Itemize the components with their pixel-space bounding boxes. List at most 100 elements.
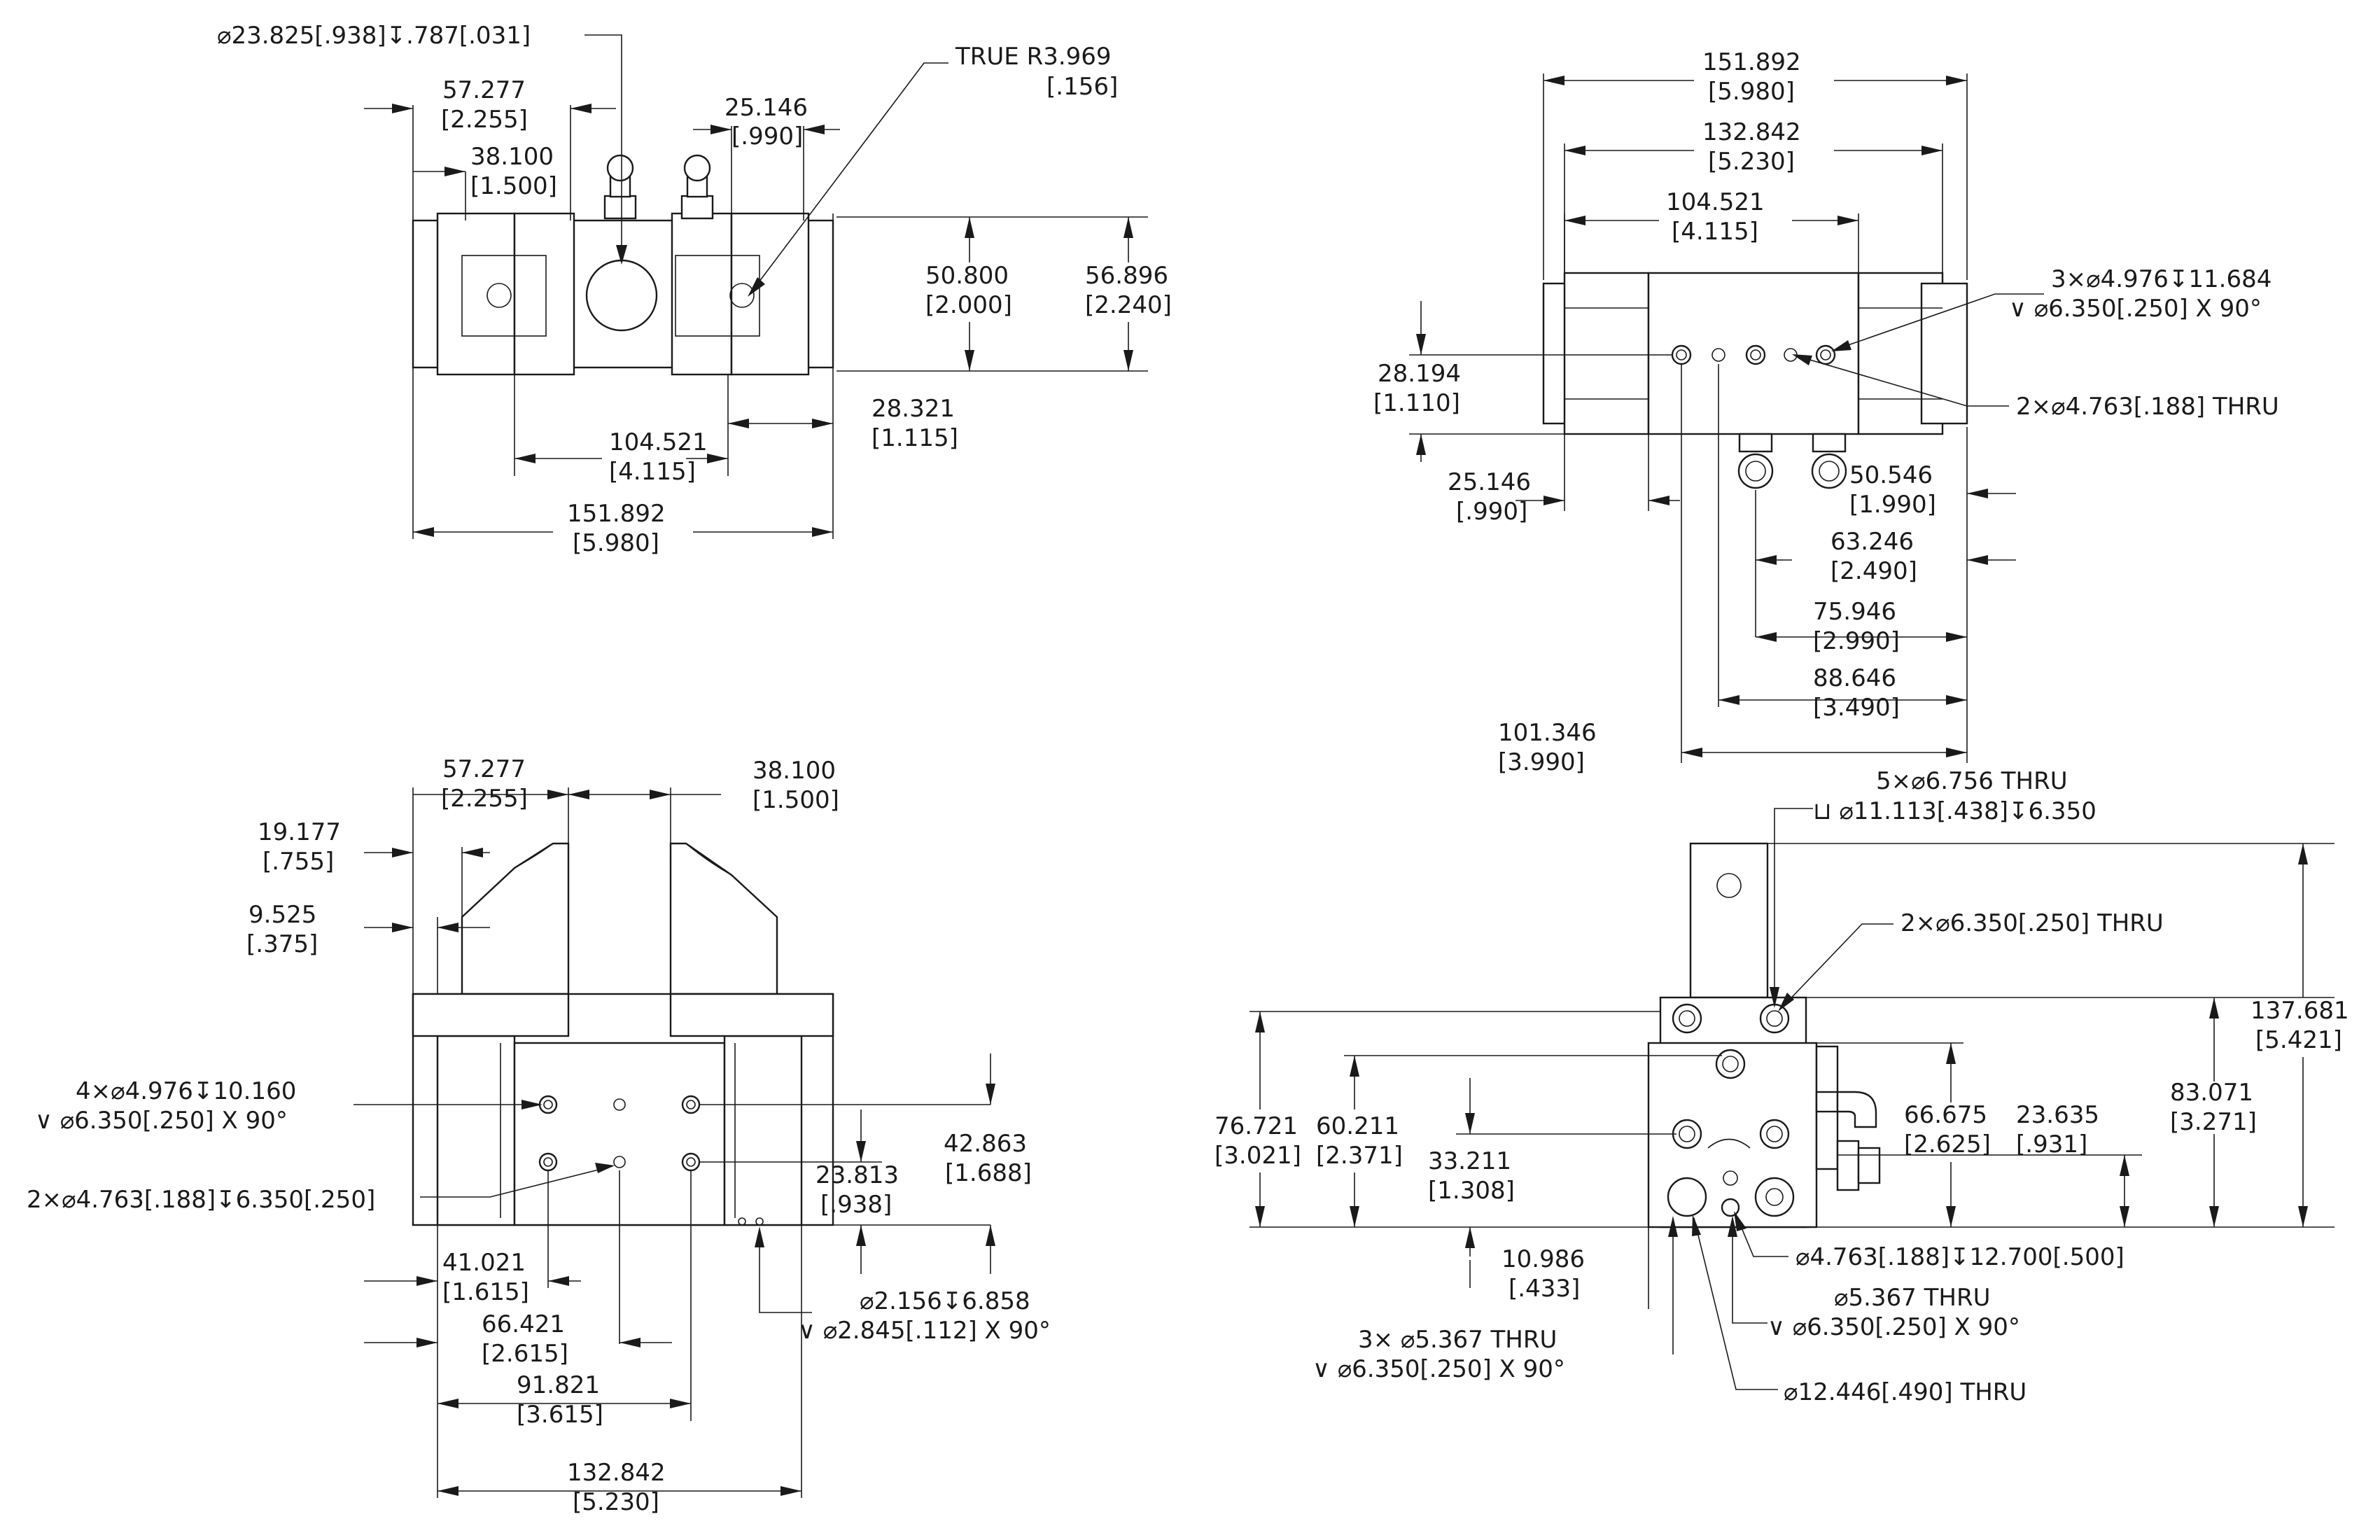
straight-fitting: [1836, 1140, 1860, 1191]
small-hole-bottom: [1721, 1198, 1740, 1217]
note-hole-depth: ⌀4.763[.188]↧12.700[.500]: [1795, 1243, 2124, 1271]
dim-132-842: 132.842: [1702, 118, 1801, 146]
end-cap-right: [1920, 282, 1968, 425]
dim-76-721-in: [3.021]: [1214, 1142, 1301, 1170]
dim-28-194-in: [1.110]: [1373, 389, 1460, 417]
hole-c: [681, 1095, 701, 1114]
dim-101-346: 101.346: [1498, 719, 1597, 747]
dim-60-211-in: [2.371]: [1316, 1142, 1403, 1170]
dim-19-177: 19.177: [258, 818, 341, 846]
fitting-left-nut: [603, 195, 637, 220]
dim-104-521: 104.521: [1666, 188, 1765, 216]
dim-10-986: 10.986: [1502, 1245, 1585, 1273]
note-5x-cbore: ⊔ ⌀11.113[.438]↧6.350: [1813, 797, 2096, 825]
hole-b: [613, 1098, 626, 1111]
jaw-left-inner: [513, 212, 575, 376]
dim-83-071: 83.071: [2170, 1079, 2253, 1107]
dim-132-842-in: [5.230]: [1708, 148, 1795, 176]
hole-e: [613, 1156, 626, 1168]
dim-38-100-in: [1.500]: [470, 172, 557, 200]
note-3x-5-367-thru: 3× ⌀5.367 THRU: [1358, 1326, 1557, 1354]
note-3x-holes-csk: ∨ ⌀6.350[.250] X 90°: [2009, 295, 2262, 323]
note-radius: TRUE R3.969: [955, 43, 1112, 71]
dim-33-211-in: [1.308]: [1428, 1177, 1515, 1205]
fitting-right-head: [1811, 453, 1847, 489]
dim-91-821-in: [3.615]: [517, 1401, 603, 1429]
dim-60-211: 60.211: [1316, 1112, 1399, 1140]
cbore-hole-5: [1759, 1119, 1790, 1149]
fitting-right-head: [683, 154, 711, 182]
dim-151-892: 151.892: [567, 500, 666, 528]
jaw-right-hole: [729, 283, 755, 308]
elbow-fitting: [1836, 1091, 1877, 1128]
note-3x-5-367-csk: ∨ ⌀6.350[.250] X 90°: [1312, 1355, 1565, 1383]
jaw-left-finger: [461, 842, 570, 995]
dim-66-421-in: [2.615]: [482, 1340, 568, 1368]
dim-57-277-in: [2.255]: [441, 106, 528, 134]
jaw-right-slide: [723, 1035, 803, 1226]
jaw-left-pocket: [461, 255, 547, 337]
jaw-right-outer: [730, 212, 810, 376]
view-bottom-left: 57.277 [2.255] 38.100 [1.500] 19.177 [.7…: [27, 755, 1051, 1516]
dim-132-842: 132.842: [567, 1459, 666, 1487]
dim-38-100: 38.100: [470, 143, 554, 171]
dim-57-277: 57.277: [442, 76, 526, 104]
cbore-hole-6: [1754, 1177, 1795, 1217]
note-small-hole: ⌀2.156↧6.858: [860, 1287, 1030, 1315]
dim-41-021-in: [1.615]: [442, 1278, 529, 1306]
dim-83-071-in: [3.271]: [2170, 1108, 2257, 1136]
dim-41-021: 41.021: [442, 1249, 526, 1277]
fitting-left-nut: [1738, 433, 1773, 453]
dim-101-346-in: [3.990]: [1498, 748, 1585, 776]
dim-137-681: 137.681: [2250, 997, 2349, 1025]
dim-50-546: 50.546: [1849, 461, 1933, 489]
dim-25-146: 25.146: [1448, 468, 1531, 496]
dim-75-946-in: [2.990]: [1813, 627, 1900, 655]
dim-50-800: 50.800: [925, 262, 1009, 290]
jaw-extension-hole: [1716, 873, 1742, 898]
jaw-right-inner: [671, 212, 733, 376]
dim-50-800-in: [2.000]: [925, 291, 1012, 319]
note-4x-holes: 4×⌀4.976↧10.160: [76, 1077, 296, 1105]
dim-63-246-in: [2.490]: [1830, 557, 1917, 585]
cbore-hole-3: [1715, 1049, 1746, 1079]
dim-76-721: 76.721: [1214, 1112, 1298, 1140]
dim-66-675: 66.675: [1904, 1101, 1987, 1129]
dim-9-525-in: [.375]: [246, 930, 318, 958]
dim-57-277: 57.277: [442, 755, 526, 783]
dim-75-946: 75.946: [1813, 598, 1896, 626]
thru-hole-large: [1667, 1177, 1707, 1217]
small-hole-top: [1723, 1170, 1738, 1186]
note-2x-thru: 2×⌀6.350[.250] THRU: [1900, 909, 2164, 937]
note-5-367-csk: ∨ ⌀6.350[.250] X 90°: [1768, 1313, 2020, 1341]
fitting-left-head: [1737, 453, 1774, 489]
dim-56-896: 56.896: [1085, 262, 1168, 290]
note-counterbore: ⌀23.825[.938]↧.787[.031]: [217, 22, 531, 50]
fitting-right-nut: [1812, 433, 1847, 453]
hole-3: [1745, 344, 1766, 365]
jaw-left-hole: [486, 283, 512, 308]
dim-28-321-in: [1.115]: [872, 424, 958, 452]
dim-28-321: 28.321: [872, 395, 955, 423]
dim-57-277-in: [2.255]: [441, 785, 528, 813]
jaw-right-pocket: [675, 255, 760, 337]
dim-104-521-in: [4.115]: [1672, 218, 1758, 246]
note-2x-thru: 2×⌀4.763[.188] THRU: [2016, 393, 2279, 421]
dim-63-246: 63.246: [1830, 528, 1914, 556]
dim-23-813: 23.813: [816, 1161, 899, 1189]
dim-91-821: 91.821: [517, 1371, 600, 1399]
dim-151-892-in: [5.980]: [1708, 78, 1795, 106]
dim-42-863: 42.863: [944, 1130, 1027, 1158]
note-2x-holes: 2×⌀4.763[.188]↧6.350[.250]: [27, 1186, 375, 1214]
dim-38-100-in: [1.500]: [752, 786, 839, 814]
dim-33-211: 33.211: [1428, 1147, 1511, 1175]
jaw-left: [1563, 272, 1650, 435]
dim-23-635: 23.635: [2016, 1101, 2099, 1129]
cbore-hole-1: [1672, 1003, 1702, 1034]
fitting-left-head: [606, 154, 634, 182]
note-small-hole-csk: ∨ ⌀2.845[.112] X 90°: [798, 1317, 1051, 1345]
dim-25-146-in: [.990]: [732, 122, 803, 150]
center-body: [1647, 272, 1860, 435]
dim-25-146-in: [.990]: [1456, 498, 1527, 526]
